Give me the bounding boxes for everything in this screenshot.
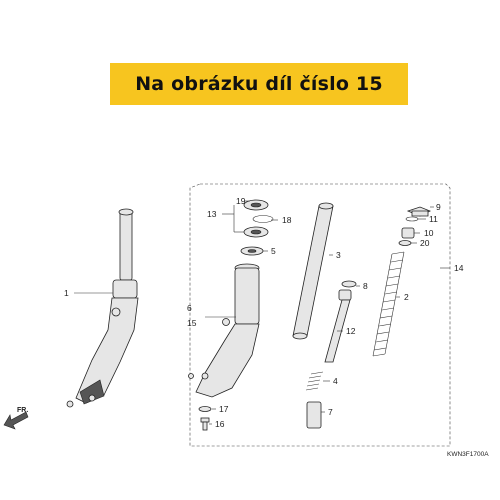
- oil-seal: [243, 226, 269, 238]
- callout-1: 1: [64, 288, 69, 298]
- callout-6: 6: [187, 303, 192, 313]
- callout-3: 3: [336, 250, 341, 260]
- callout-12: 12: [346, 326, 356, 336]
- piston-ring: [341, 280, 357, 288]
- callout-13: 13: [207, 209, 217, 219]
- callout-15: 15: [187, 318, 197, 328]
- callout-2: 2: [404, 292, 409, 302]
- socket-bolt: [200, 417, 210, 431]
- callout-10: 10: [424, 228, 434, 238]
- banner-text: Na obrázku díl číslo 15: [135, 73, 383, 95]
- callout-17: 17: [219, 404, 229, 414]
- callout-14: 14: [454, 263, 464, 273]
- callout-4: 4: [333, 376, 338, 386]
- dust-seal: [243, 199, 269, 211]
- part-number-banner: Na obrázku díl číslo 15: [110, 63, 408, 105]
- o-ring: [405, 216, 419, 222]
- rebound-spring: [305, 371, 324, 391]
- assembly-outline: [189, 183, 451, 447]
- spring-washer: [398, 240, 412, 246]
- callout-16: 16: [215, 419, 225, 429]
- callout-20: 20: [420, 238, 430, 248]
- diagram-code: KWN3F1700A: [447, 451, 489, 458]
- leader-lines: [74, 200, 450, 425]
- fork-leg-complete: [66, 208, 139, 408]
- callout-9: 9: [436, 202, 441, 212]
- fork-pipe: [292, 202, 334, 340]
- callout-7: 7: [328, 407, 333, 417]
- stopper-ring: [252, 215, 274, 223]
- callout-18: 18: [282, 215, 292, 225]
- spring-collar: [401, 227, 415, 239]
- fork-slider: [188, 263, 260, 398]
- front-direction-arrow: [3, 411, 29, 430]
- oil-lock-piece: [306, 401, 322, 429]
- callout-11: 11: [429, 214, 438, 224]
- fork-spring: [372, 251, 405, 357]
- callout-19: 19: [236, 196, 246, 206]
- callout-5: 5: [271, 246, 276, 256]
- sealing-washer: [198, 406, 212, 412]
- washer: [240, 246, 264, 256]
- front-direction-label: FR.: [17, 407, 28, 414]
- fork-bolt: [406, 206, 431, 217]
- callout-8: 8: [363, 281, 368, 291]
